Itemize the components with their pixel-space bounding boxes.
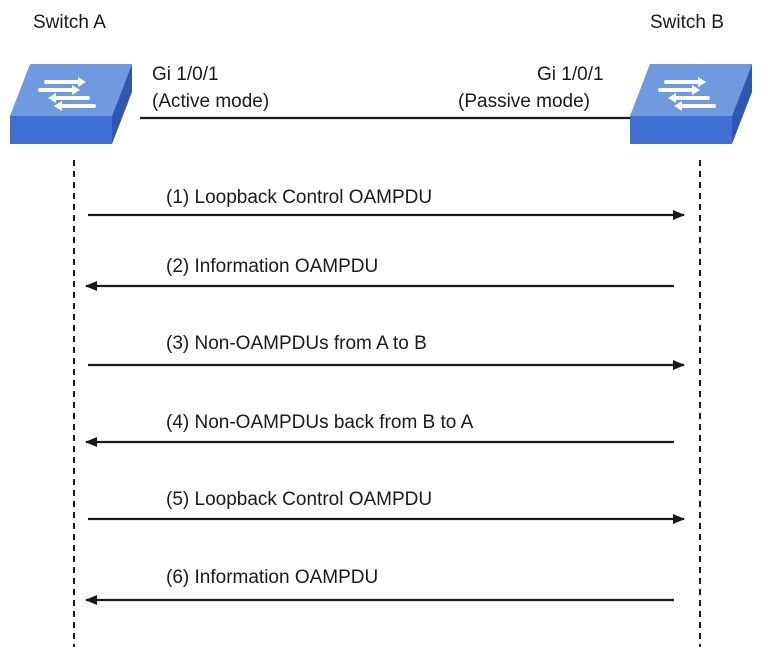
- switch-b-mode-label: (Passive mode): [458, 91, 590, 112]
- message-label-4: (4) Non-OAMPDUs back from B to A: [166, 412, 474, 433]
- message-label-1: (1) Loopback Control OAMPDU: [166, 187, 433, 208]
- switch-a-port-label: Gi 1/0/1: [152, 64, 219, 85]
- switch-b-title: Switch B: [650, 12, 724, 33]
- message-label-6: (6) Information OAMPDU: [166, 567, 379, 588]
- switch-b-port-label: Gi 1/0/1: [537, 64, 604, 85]
- message-label-3: (3) Non-OAMPDUs from A to B: [166, 333, 427, 354]
- message-label-5: (5) Loopback Control OAMPDU: [166, 489, 433, 510]
- message-label-2: (2) Information OAMPDU: [166, 256, 379, 277]
- switch-a-title: Switch A: [33, 12, 106, 33]
- switch-a-mode-label: (Active mode): [152, 91, 270, 112]
- switch-a-icon: [10, 64, 132, 144]
- switch-b-icon: [630, 64, 752, 144]
